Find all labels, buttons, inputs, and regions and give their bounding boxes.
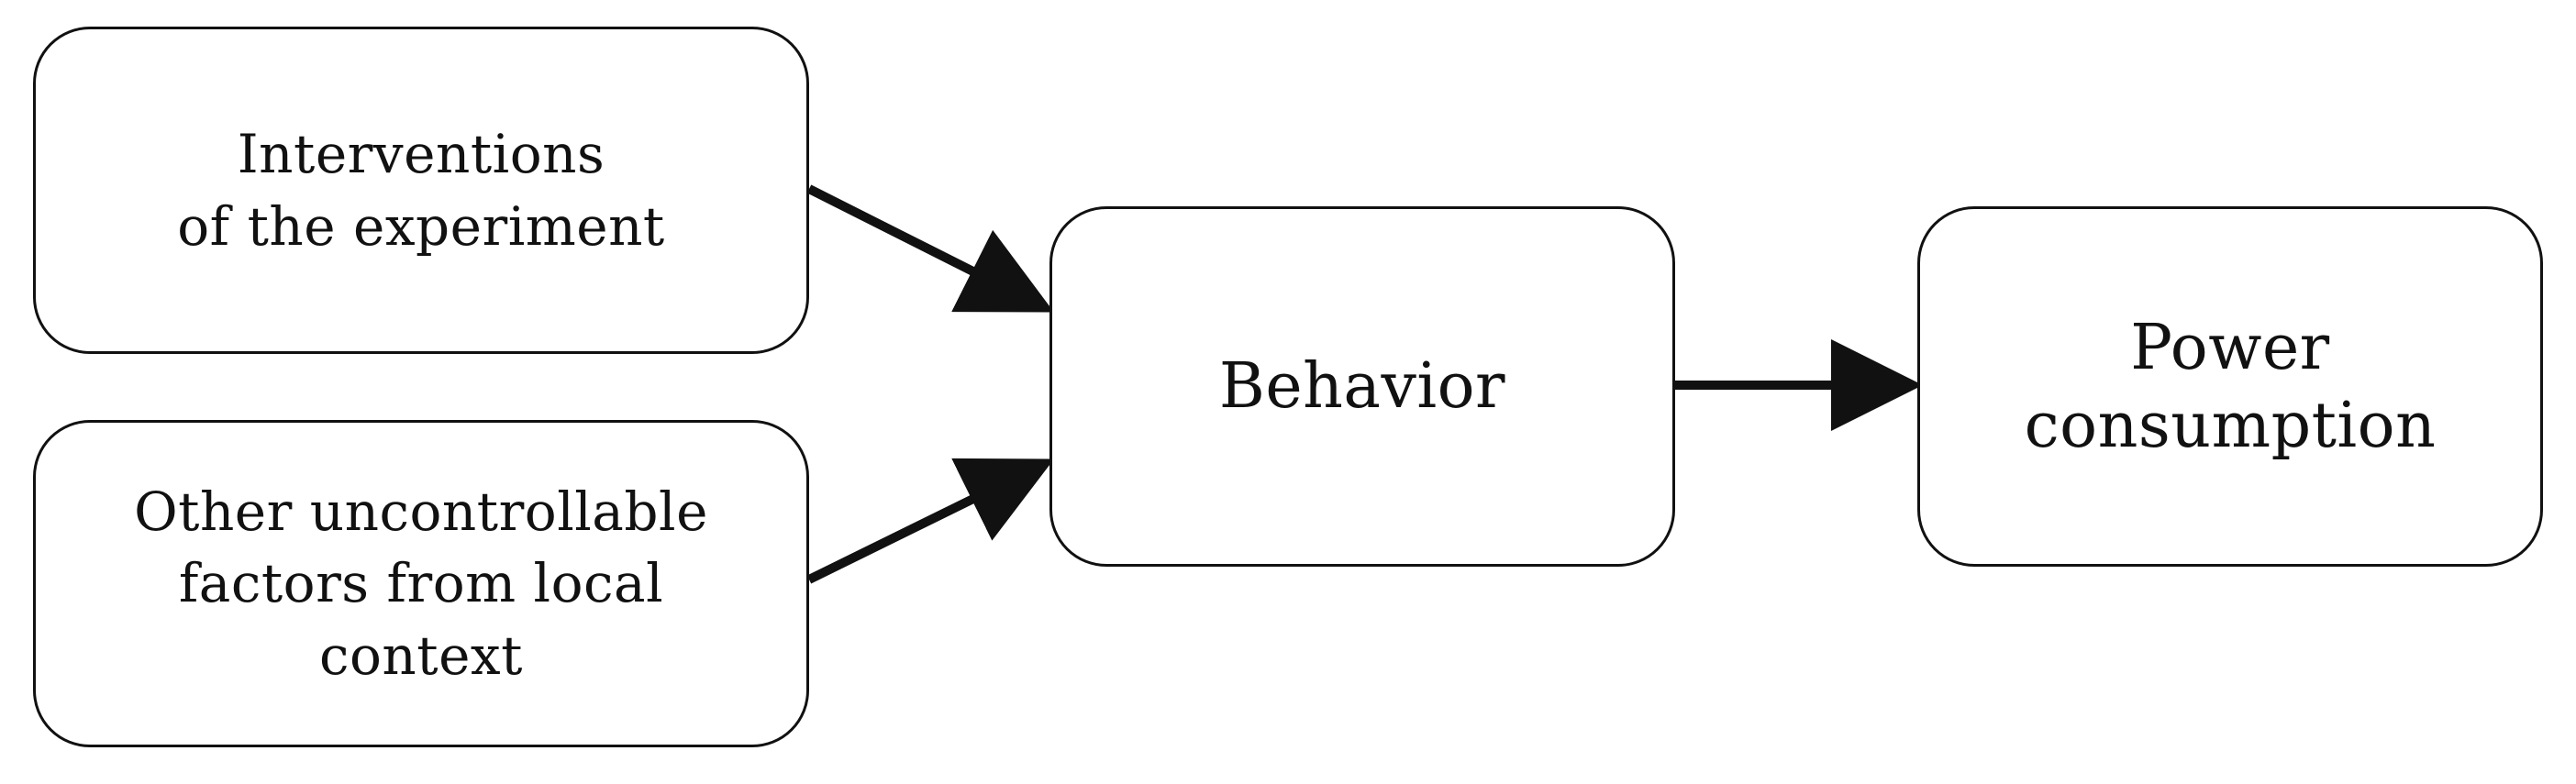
power-consumption-label: Power consumption [2024, 311, 2437, 462]
behavior-label: Behavior [1218, 349, 1506, 423]
other-factors-node: Other uncontrollable factors from local … [33, 420, 809, 747]
other-factors-label: Other uncontrollable factors from local … [134, 480, 708, 687]
arrow-interventions-to-behavior [806, 184, 1054, 313]
behavior-node: Behavior [1049, 206, 1675, 567]
power-consumption-node: Power consumption [1917, 206, 2543, 567]
interventions-node: Interventions of the experiment [33, 27, 809, 354]
interventions-label: Interventions of the experiment [177, 123, 665, 258]
arrow-other-factors-to-behavior [806, 458, 1054, 584]
